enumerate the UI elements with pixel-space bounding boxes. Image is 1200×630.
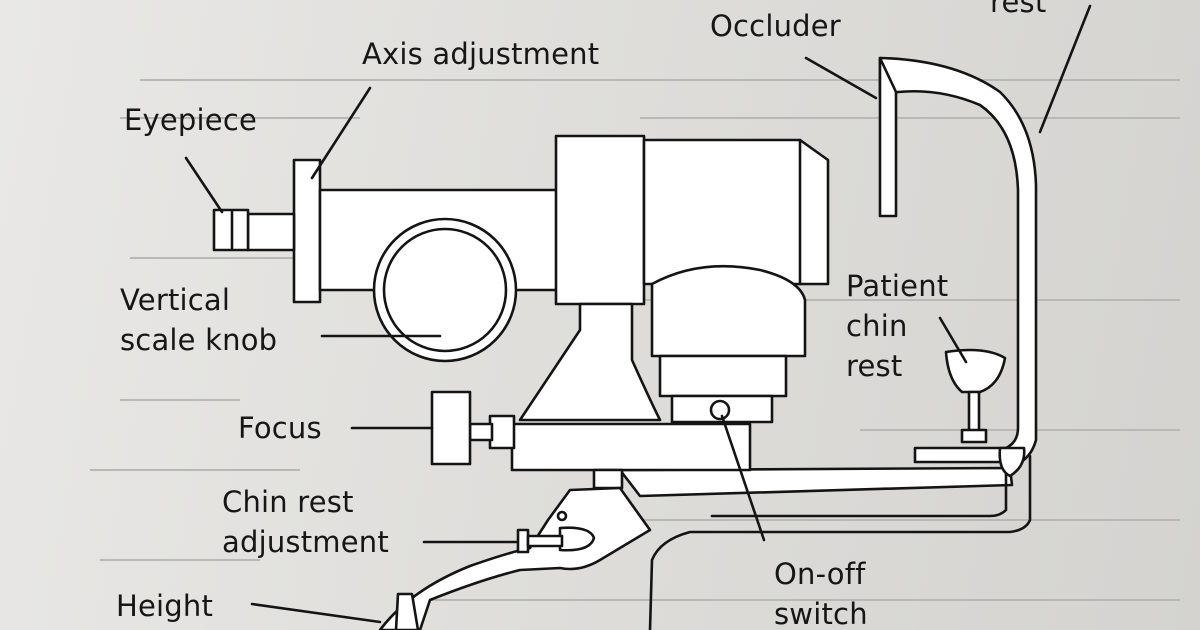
leader-lines [184, 4, 1092, 624]
chin-rest-adjustment-knob [558, 526, 596, 552]
focus-label: Focus [238, 411, 322, 445]
occluder-label: Occluder [710, 9, 841, 43]
instrument-body [554, 134, 646, 306]
forehead-rest-label: rest [990, 0, 1047, 19]
frame-arm [618, 466, 1014, 498]
axis-adjustment-ring [292, 158, 322, 304]
objective-housing [642, 138, 830, 286]
focus-knob [430, 390, 472, 466]
vertical-scale-knob-label: Vertical scale knob [120, 283, 278, 357]
on-off-switch-button [709, 399, 731, 421]
axis-adjustment-label: Axis adjustment [362, 37, 600, 71]
chin-rest-cup [944, 348, 1007, 394]
on-off-switch-label: On-off switch [774, 557, 868, 630]
focus-base [510, 422, 752, 472]
eyepiece-label: Eyepiece [124, 103, 258, 137]
chin-rest-post [967, 390, 981, 434]
height-adjustment-knob [394, 592, 420, 630]
occluder-plate [878, 56, 898, 218]
chin-rest-adjustment-label: Chin rest adjustment [222, 485, 389, 559]
occluder-forehead-rest [878, 56, 1038, 468]
base-bracket [378, 486, 652, 630]
height-label: Height [116, 589, 214, 623]
lamp-housing [650, 264, 807, 358]
support-column [518, 302, 662, 422]
frame-lower-rail [648, 454, 1032, 630]
eyepiece-barrel [246, 212, 296, 252]
patient-chin-rest-label: Patient chin rest [846, 269, 949, 383]
